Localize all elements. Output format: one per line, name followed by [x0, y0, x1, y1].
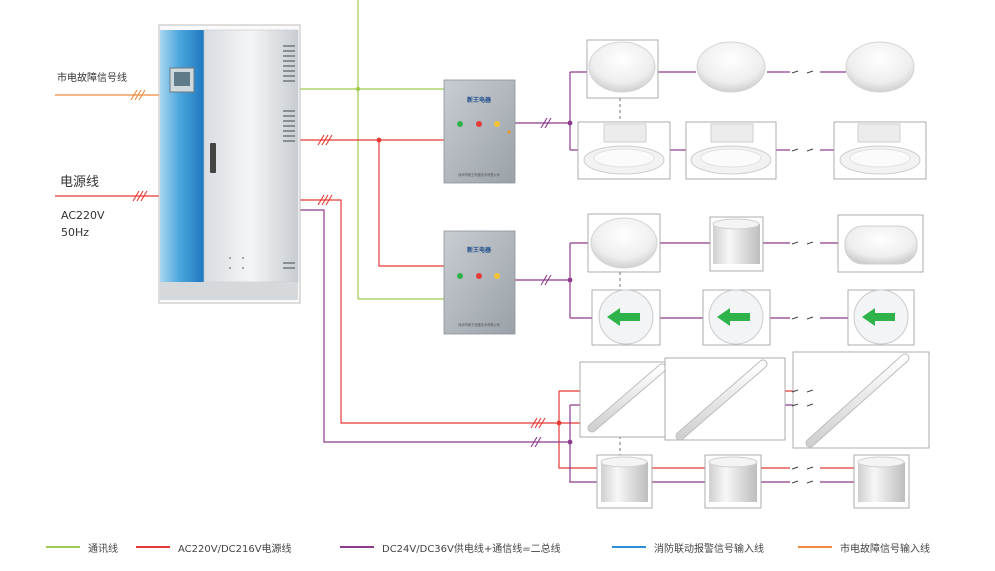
- controller-box-icon: [443, 79, 516, 184]
- tube-light-icon: [664, 357, 786, 441]
- legend-item-bus: DC24V/DC36V供电线+通信线=二总线: [340, 538, 561, 556]
- exit-sign-icon: [702, 289, 771, 346]
- cabinet-icon: [158, 24, 301, 304]
- legend-item-fire: 消防联动报警信号输入线: [612, 538, 764, 556]
- cylinder-light-icon: [596, 454, 653, 509]
- downlight-icon: [685, 121, 777, 180]
- downlight-icon: [577, 121, 671, 180]
- ceiling-light-icon: [586, 39, 659, 99]
- legend-item-comm: 通讯线: [46, 538, 118, 556]
- voltage-label: AC220V: [61, 209, 105, 222]
- legend-swatch: [46, 546, 80, 548]
- ceiling-light-icon: [587, 213, 661, 273]
- wire-break-marks: [130, 89, 552, 448]
- ceiling-light-icon: [696, 41, 766, 93]
- bus-junction-1: [567, 120, 573, 126]
- legend: 通讯线 AC220V/DC216V电源线 DC24V/DC36V供电线+通信线=…: [0, 538, 995, 558]
- power-junction-1: [376, 137, 382, 143]
- tube-light-icon: [792, 351, 930, 449]
- comm-junction: [355, 86, 361, 92]
- cylinder-light-icon: [704, 454, 762, 509]
- controller-footer-1: 深圳市新王电器技术有限公司: [458, 172, 499, 177]
- legend-item-fault: 市电故障信号输入线: [798, 538, 930, 556]
- frequency-label: 50Hz: [61, 226, 90, 239]
- legend-item-power: AC220V/DC216V电源线: [136, 538, 292, 556]
- cylinder-light-icon: [709, 216, 764, 272]
- legend-label: DC24V/DC36V供电线+通信线=二总线: [382, 543, 561, 555]
- legend-label: 通讯线: [88, 543, 118, 555]
- legend-label: 消防联动报警信号输入线: [654, 543, 764, 555]
- mains-fault-signal-label: 市电故障信号线: [57, 73, 127, 84]
- comm-wires: [300, 0, 444, 300]
- controller-brand-1: 新王电器: [467, 96, 492, 104]
- cylinder-light-icon: [853, 454, 910, 509]
- wall-lamp-icon: [837, 214, 924, 273]
- legend-swatch: [798, 546, 832, 548]
- controller-brand-2: 新王电器: [467, 246, 492, 254]
- legend-swatch: [612, 546, 646, 548]
- ceiling-light-icon: [845, 41, 915, 93]
- continuation-marks: [791, 70, 814, 484]
- power-junction-2: [556, 420, 562, 426]
- exit-sign-icon: [847, 289, 915, 346]
- legend-label: AC220V/DC216V电源线: [178, 543, 292, 555]
- legend-swatch: [340, 546, 374, 548]
- legend-swatch: [136, 546, 170, 548]
- downlight-icon: [833, 121, 927, 180]
- bus-junction-2: [567, 277, 573, 283]
- exit-sign-icon: [591, 289, 661, 346]
- power-line-label: 电源线: [60, 175, 100, 190]
- controller-footer-2: 深圳市新王电器技术有限公司: [458, 322, 499, 327]
- controller-box-icon: [443, 230, 516, 335]
- bus-junction-3: [567, 439, 573, 445]
- legend-label: 市电故障信号输入线: [840, 543, 930, 555]
